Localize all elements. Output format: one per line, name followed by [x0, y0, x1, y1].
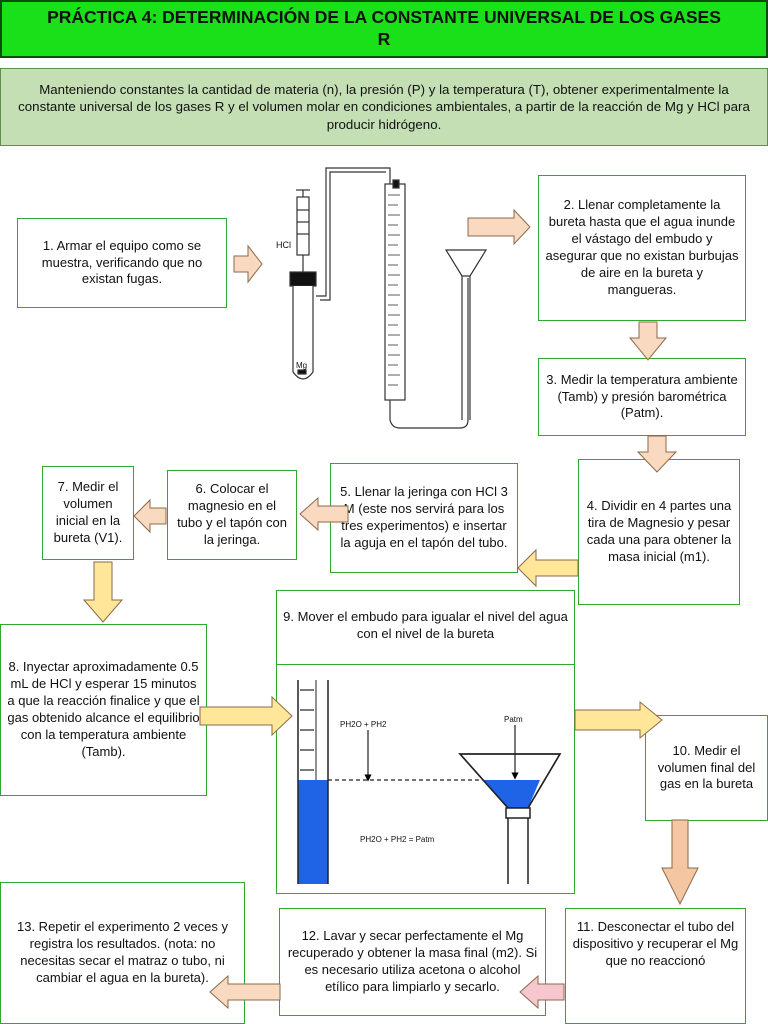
- step-1-box: 1. Armar el equipo como se muestra, veri…: [17, 218, 227, 308]
- arrow-right-icon: [467, 208, 531, 246]
- step-2-box: 2. Llenar completamente la bureta hasta …: [538, 175, 746, 321]
- right-pressure-label: Patm: [504, 715, 523, 724]
- funnel-icon: [444, 249, 488, 277]
- mg-label: Mg: [296, 361, 307, 370]
- arrow-right-icon: [199, 695, 293, 737]
- leveling-diagram: [297, 680, 562, 884]
- hcl-label: HCl: [276, 240, 291, 250]
- burette-icon: [384, 183, 406, 401]
- objective-text: Manteniendo constantes la cantidad de ma…: [0, 68, 768, 146]
- stopper-icon: [289, 271, 317, 287]
- step-9-box: 9. Mover el embudo para igualar el nivel…: [276, 590, 575, 666]
- left-pressure-label: PH2O + PH2: [340, 720, 387, 729]
- step-4-box: 4. Dividir en 4 partes una tira de Magne…: [578, 459, 740, 605]
- syringe-icon: [296, 196, 310, 256]
- arrow-left-icon: [299, 496, 349, 532]
- test-tube-icon: [292, 286, 314, 380]
- arrow-down-icon: [636, 435, 678, 473]
- arrow-right-icon: [233, 244, 263, 284]
- step-6-box: 6. Colocar el magnesio en el tubo y el t…: [167, 470, 297, 560]
- arrow-down-icon: [82, 561, 124, 623]
- arrow-left-icon: [133, 498, 167, 534]
- arrow-right-icon: [574, 700, 663, 740]
- step-8-box: 8. Inyectar aproximadamente 0.5 mL de HC…: [0, 624, 207, 796]
- apparatus-drawing: [289, 167, 488, 429]
- step-11-box: 11. Desconectar el tubo del dispositivo …: [565, 908, 746, 1024]
- flow-arrows: [82, 208, 699, 1010]
- arrow-left-icon: [517, 548, 579, 588]
- arrow-down-icon: [661, 819, 699, 906]
- step-3-box: 3. Medir la temperatura ambiente (Tamb) …: [538, 358, 746, 436]
- arrow-left-icon: [519, 974, 565, 1010]
- step-7-box: 7. Medir el volumen inicial en la bureta…: [42, 466, 134, 560]
- funnel-water: [482, 780, 540, 808]
- pressure-equation: PH2O + PH2 = Patm: [360, 835, 435, 844]
- burette-water: [298, 780, 328, 884]
- step-12-box: 12. Lavar y secar perfectamente el Mg re…: [279, 908, 546, 1016]
- step-5-box: 5. Llenar la jeringa con HCl 3 M (este n…: [330, 463, 518, 573]
- page-title: PRÁCTICA 4: DETERMINACIÓN DE LA CONSTANT…: [0, 0, 768, 58]
- arrow-down-icon: [628, 321, 668, 361]
- arrow-left-icon: [209, 974, 281, 1010]
- step-13-box: 13. Repetir el experimento 2 veces y reg…: [0, 882, 245, 1024]
